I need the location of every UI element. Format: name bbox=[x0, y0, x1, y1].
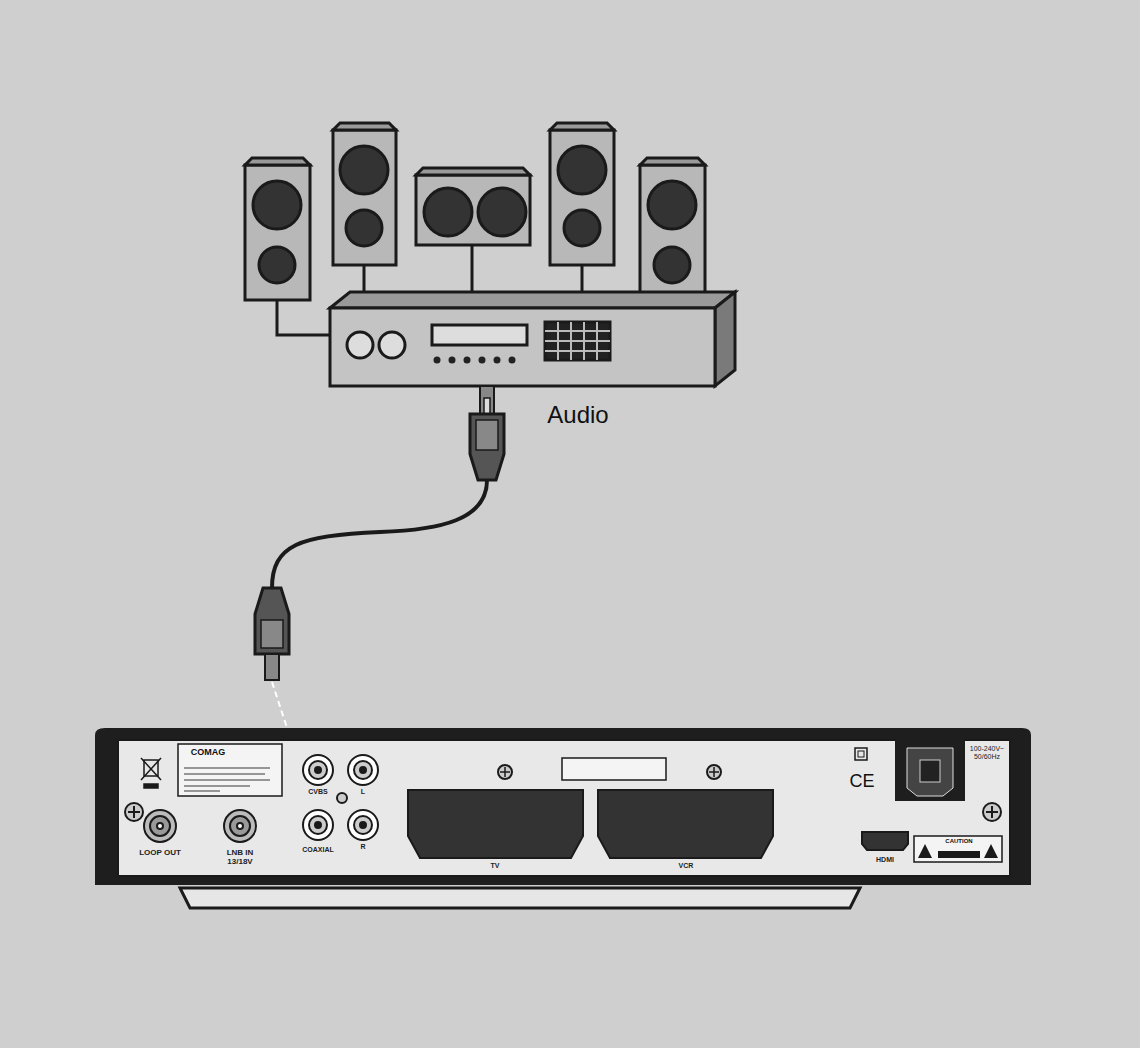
caution-label: CAUTION bbox=[945, 838, 972, 845]
port-label: VCR bbox=[679, 862, 694, 870]
ce-mark: CE bbox=[849, 772, 874, 792]
amplifier bbox=[330, 292, 735, 386]
port-label: L bbox=[360, 788, 366, 796]
power-label: 100-240V~ 50/60Hz bbox=[967, 745, 1007, 760]
amp-keypad bbox=[545, 322, 610, 360]
brand-label: COMAG bbox=[191, 748, 226, 758]
connection-label: Audio bbox=[547, 402, 608, 428]
port-label: R bbox=[360, 843, 365, 851]
port-label: LNB IN 13/18V bbox=[225, 849, 255, 867]
port-label: CVBS bbox=[307, 788, 328, 796]
port-label: TV bbox=[491, 862, 500, 870]
port-label: HDMI bbox=[876, 856, 894, 864]
speakers bbox=[245, 123, 705, 300]
port-label: COAXIAL bbox=[302, 846, 334, 854]
receiver-box bbox=[95, 728, 1031, 908]
port-label: LOOP OUT bbox=[139, 849, 181, 858]
